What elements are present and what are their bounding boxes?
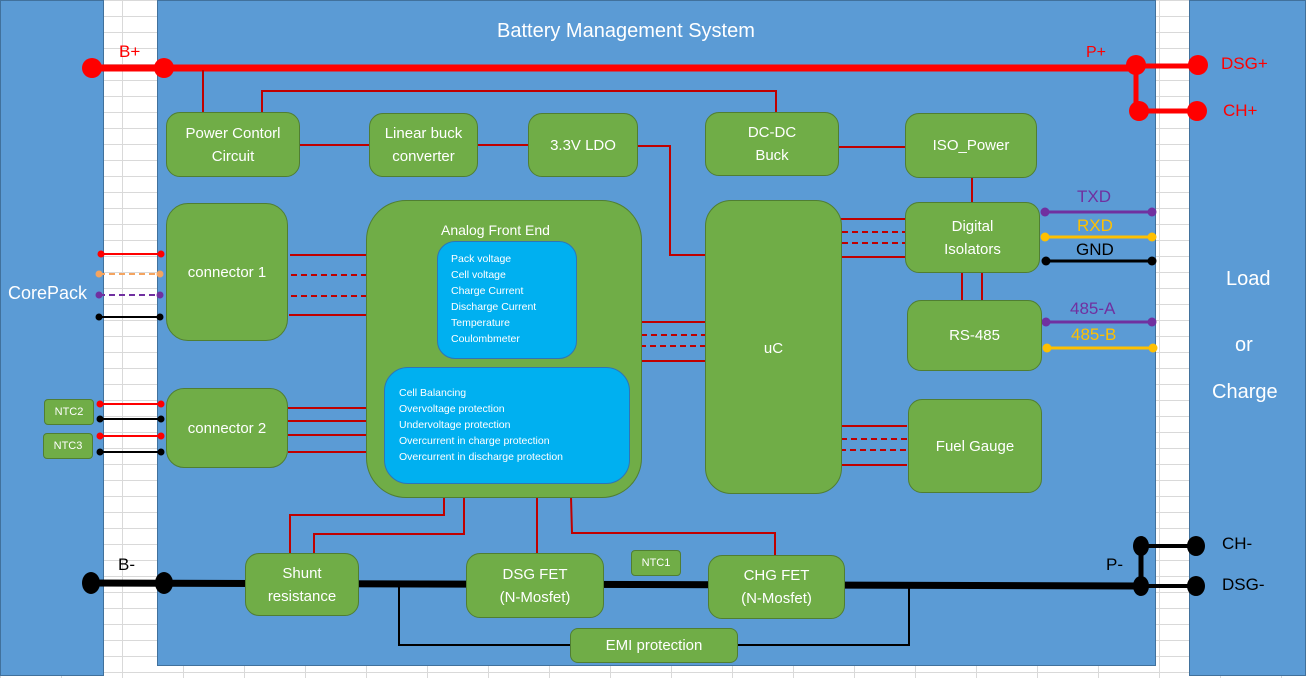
rs485-block[interactable]: RS-485 (907, 300, 1042, 371)
afe-uc-bus (640, 321, 708, 362)
connector1-afe-bus (289, 254, 366, 316)
measurement-item: Charge Current (451, 285, 524, 297)
connector2-afe-bus (288, 407, 366, 453)
measurement-item: Cell voltage (451, 269, 506, 281)
linear-buck-block[interactable]: Linear buck converter (369, 113, 478, 177)
rxd-label: RXD (1077, 216, 1113, 235)
protection-item: Overcurrent in discharge protection (399, 451, 563, 463)
ldo-block[interactable]: 3.3V LDO (528, 113, 638, 177)
b-minus-label: B- (118, 555, 135, 574)
p-minus-label: P- (1106, 555, 1123, 574)
protection-item: Overvoltage protection (399, 403, 505, 415)
load-charge-panel (1189, 0, 1306, 676)
dcdc-buck-block[interactable]: DC-DC Buck (705, 112, 839, 176)
protection-item: Undervoltage protection (399, 419, 511, 431)
diagram-title: Battery Management System (497, 20, 755, 42)
ch-minus-label: CH- (1222, 534, 1253, 553)
b-plus-label: B+ (119, 42, 141, 61)
corepack-label: CorePack (8, 283, 88, 303)
power-control-block[interactable]: Power Contorl Circuit (166, 112, 300, 177)
afe-measurements-block: Pack voltage Cell voltage Charge Current… (437, 241, 577, 359)
digital-isolators-block[interactable]: Digital Isolators (905, 202, 1040, 273)
uc-isolator-bus (841, 218, 907, 258)
chg-fet-block[interactable]: CHG FET (N-Mosfet) (708, 555, 845, 619)
b-plus-rail (82, 55, 1208, 121)
shunt-resistance-block[interactable]: Shunt resistance (245, 553, 359, 616)
comm-wires (1040, 207, 1158, 353)
485b-label: 485-B (1071, 325, 1117, 344)
protection-item: Cell Balancing (399, 387, 467, 399)
dsg-fet-block[interactable]: DSG FET (N-Mosfet) (466, 553, 604, 618)
dsg-plus-label: DSG+ (1221, 54, 1268, 73)
txd-label: TXD (1077, 187, 1111, 206)
afe-title: Analog Front End (441, 222, 550, 238)
charge-label: Charge (1212, 381, 1278, 403)
uc-block[interactable]: uC (705, 200, 842, 494)
fuel-gauge-block[interactable]: Fuel Gauge (908, 399, 1042, 493)
uc-fuelgauge-bus (840, 425, 907, 466)
485a-label: 485-A (1070, 299, 1116, 318)
measurement-item: Pack voltage (451, 253, 512, 265)
ch-plus-label: CH+ (1223, 101, 1258, 120)
afe-protections-block: Cell Balancing Overvoltage protection Un… (384, 367, 630, 484)
power-tree-lines (202, 70, 983, 300)
measurement-item: Coulombmeter (451, 333, 520, 345)
afe-fet-control-lines (289, 496, 776, 555)
corepack-panel (0, 0, 104, 676)
measurement-item: Temperature (451, 317, 510, 329)
p-plus-label: P+ (1086, 44, 1107, 61)
gnd-label: GND (1076, 240, 1114, 259)
or-label: or (1235, 334, 1253, 356)
ntc3-block[interactable]: NTC3 (43, 433, 93, 459)
connector1-block[interactable]: connector 1 (166, 203, 288, 341)
connector2-block[interactable]: connector 2 (166, 388, 288, 468)
corepack-wires (95, 250, 165, 456)
load-label: Load (1226, 268, 1271, 290)
dsg-minus-label: DSG- (1222, 575, 1265, 594)
iso-power-block[interactable]: ISO_Power (905, 113, 1037, 178)
ntc1-block[interactable]: NTC1 (631, 550, 681, 576)
measurement-item: Discharge Current (451, 301, 537, 313)
ntc2-block[interactable]: NTC2 (44, 399, 94, 425)
protection-item: Overcurrent in charge protection (399, 435, 550, 447)
emi-protection-block[interactable]: EMI protection (570, 628, 738, 663)
